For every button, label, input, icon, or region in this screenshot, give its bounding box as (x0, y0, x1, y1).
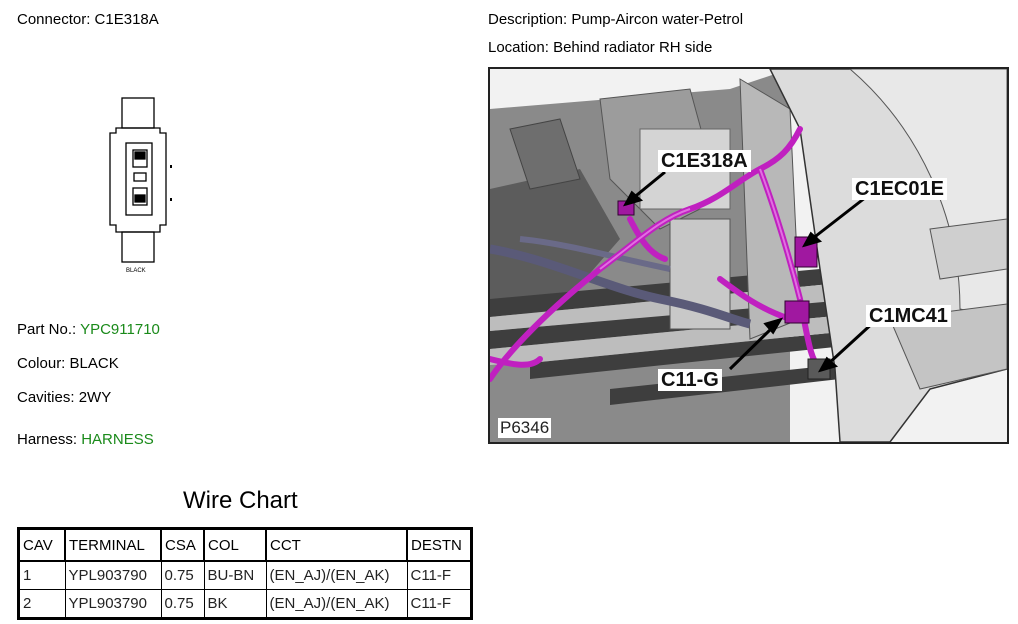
colour-line: Colour: BLACK (17, 355, 119, 372)
cell-cct: (EN_AJ)/(EN_AK) (265, 560, 408, 590)
header-terminal: TERMINAL (64, 527, 162, 562)
part-no-label: Part No.: (17, 321, 77, 338)
cell-col: BU-BN (203, 560, 267, 590)
cavities-value: 2WY (78, 389, 112, 406)
table-header-row: CAV TERMINAL CSA COL CCT DESTN (17, 527, 473, 562)
cavities-line: Cavities: 2WY (17, 389, 111, 406)
description-line: Description: Pump-Aircon water-Petrol (488, 11, 743, 28)
cell-cav: 1 (18, 560, 66, 590)
harness-link[interactable]: HARNESS (81, 431, 154, 448)
header-destn: DESTN (406, 527, 473, 562)
wire-chart-table: CAV TERMINAL CSA COL CCT DESTN 1 YPL9037… (17, 527, 473, 620)
harness-line: Harness: HARNESS (17, 431, 154, 448)
cell-csa: 0.75 (160, 589, 205, 619)
wire-chart-title: Wire Chart (183, 487, 298, 514)
callout-c1mc41: C1MC41 (866, 305, 951, 327)
description-label: Description: (488, 11, 568, 28)
cavities-label: Cavities: (17, 389, 75, 406)
part-no-link[interactable]: YPC911710 (80, 321, 160, 338)
connector-face-drawing: BLACK (100, 95, 190, 280)
location-label: Location: (488, 39, 549, 56)
photo-id-label: P6346 (498, 418, 552, 438)
harness-label: Harness: (17, 431, 78, 448)
location-value: Behind radiator RH side (553, 39, 713, 56)
drawing-caption: BLACK (126, 268, 146, 274)
colour-label: Colour: (17, 355, 66, 372)
description-value: Pump-Aircon water-Petrol (571, 11, 744, 28)
location-line: Location: Behind radiator RH side (488, 39, 712, 56)
header-cct: CCT (265, 527, 408, 562)
cell-col: BK (203, 589, 267, 619)
connector-id: C1E318A (94, 11, 159, 28)
cell-cav: 2 (18, 589, 66, 619)
cell-terminal: YPL903790 (64, 560, 162, 590)
table-row: 1 YPL903790 0.75 BU-BN (EN_AJ)/(EN_AK) C… (18, 560, 472, 590)
cell-destn: C11-F (406, 560, 472, 590)
header-csa: CSA (160, 527, 205, 562)
callout-c1ec01e: C1EC01E (852, 178, 947, 200)
cell-terminal: YPL903790 (64, 589, 162, 619)
callout-c11-g: C11-G (658, 369, 722, 391)
header-cav: CAV (17, 527, 66, 562)
connector-line: Connector: C1E318A (17, 11, 159, 28)
cell-cct: (EN_AJ)/(EN_AK) (265, 589, 408, 619)
table-row: 2 YPL903790 0.75 BK (EN_AJ)/(EN_AK) C11-… (18, 589, 472, 619)
colour-value: BLACK (69, 355, 119, 372)
cell-csa: 0.75 (160, 560, 205, 590)
connector-label: Connector: (17, 11, 91, 28)
part-no-line: Part No.: YPC911710 (17, 321, 160, 338)
location-photo: C1E318A C1EC01E C1MC41 C11-G P6346 (488, 67, 1009, 444)
callout-c1e318a: C1E318A (658, 150, 751, 172)
cell-destn: C11-F (406, 589, 472, 619)
header-col: COL (203, 527, 267, 562)
